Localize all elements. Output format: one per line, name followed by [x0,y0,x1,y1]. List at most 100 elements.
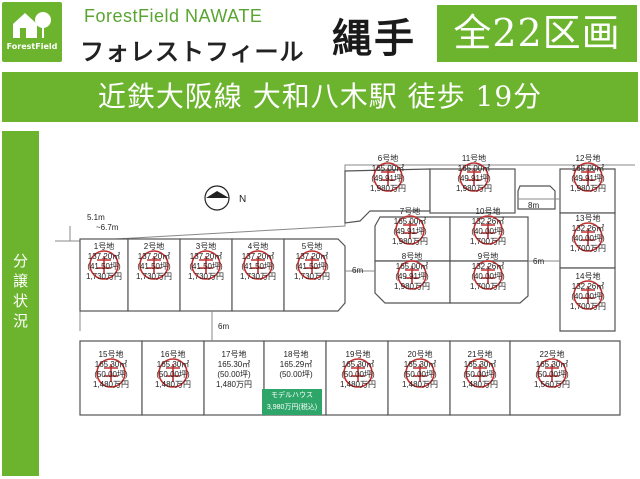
sold-stamp-circle-4 [243,250,273,280]
lot-20-tsubo: (50.00坪) [403,370,437,379]
lot-16-id: 16号地 [160,350,186,359]
sold-stamp-circle-10 [473,215,503,245]
lot-7-id: 7号地 [399,207,421,216]
lot-5-id: 5号地 [301,242,323,251]
lot-9-shape[interactable] [449,260,529,304]
lot-20-shape[interactable] [387,340,451,416]
road-width-label-6m-b: 6m [352,266,364,275]
lot-4-area: 137.20㎡ [241,252,275,261]
sold-stamp-11 [459,162,489,192]
sold-stamp-glyph-9 [481,266,495,284]
sold-stamp-circle-14 [573,280,603,310]
brand-name-jp: フォレストフィール [80,38,305,66]
sold-stamp-glyph-13 [581,228,595,246]
lot-4-shape[interactable] [231,238,285,312]
lot-4-price: 1,730万円 [239,272,277,281]
lot-13-area: 132.26㎡ [571,224,605,233]
sold-stamp-circle-8 [397,260,427,290]
sold-stamp-glyph-1 [97,256,111,274]
lot-1-tsubo: (41.50坪) [87,262,121,271]
lot-6-price: 1,980万円 [369,184,407,193]
lot-10-id: 10号地 [475,207,501,216]
sold-stamp-glyph-16 [166,364,180,382]
lot-19-shape[interactable] [325,340,389,416]
lot-15-area: 165.30㎡ [94,360,128,369]
lot-2-area: 137.20㎡ [137,252,171,261]
compass-north-letter: N [239,194,246,205]
lot-22-price: 1,560万円 [533,380,571,389]
lot-count-badge: 全22区画 [437,5,637,62]
access-banner: 近鉄大阪線 大和八木駅 徒歩 19分 [2,72,638,122]
sold-stamp-circle-11 [459,162,489,192]
lot-9-id: 9号地 [477,252,499,261]
lot-7-tsubo: (49.91坪) [393,227,427,236]
lot-4-id: 4号地 [247,242,269,251]
lot-16-tsubo: (50.00坪) [156,370,190,379]
lot-3-area: 137.20㎡ [189,252,223,261]
lot-5-shape[interactable] [283,238,346,312]
house-logo-icon [13,12,51,38]
sold-stamp-circle-3 [191,250,221,280]
road-width-label-8m: 8m [528,201,540,210]
lot-11-price: 1,980万円 [455,184,493,193]
model-house-label: モデルハウス [271,392,313,399]
brand-name-en: ForestField NAWATE [84,6,263,26]
sold-stamp-glyph-6 [381,168,395,186]
lot-14-id: 14号地 [575,272,601,281]
lot-22-area: 165.30㎡ [535,360,569,369]
site-map [55,162,635,416]
sold-stamp-circle-13 [573,222,603,252]
sold-stamp-6 [373,162,403,192]
sold-stamp-glyph-7 [403,221,417,239]
sold-stamp-glyph-8 [405,266,419,284]
lot-small-shape [517,185,556,210]
lot-15-tsubo: (50.00坪) [94,370,128,379]
sold-stamp-14 [573,280,603,310]
sold-stamp-glyph-12 [581,168,595,186]
road-width-label-67m: ~6.7m [96,223,119,232]
lot-6-area: 165.00㎡ [371,164,405,173]
sold-stamp-glyph-11 [467,168,481,186]
lot-16-price: 1,480万円 [154,380,192,389]
lot-2-id: 2号地 [143,242,165,251]
sold-stamp-16 [158,358,188,388]
sold-stamp-circle-15 [96,358,126,388]
lot-20-price: 1,480万円 [401,380,439,389]
lot-14-price: 1,700万円 [569,302,607,311]
lot-20-area: 165.30㎡ [403,360,437,369]
model-house-badge[interactable]: モデルハウス 3,980万円(税込) [262,389,322,415]
sold-stamp-circle-6 [373,162,403,192]
sold-stamp-20 [405,358,435,388]
lot-8-area: 165.00㎡ [395,262,429,271]
sold-stamp-glyph-19 [351,364,365,382]
compass-icon: N [204,185,246,211]
lot-13-id: 13号地 [575,214,601,223]
lot-5-tsubo: (41.50坪) [295,262,329,271]
sold-stamp-circle-19 [343,358,373,388]
lot-17-shape[interactable] [203,340,265,416]
lot-7-price: 1,980万円 [391,237,429,246]
sold-stamp-12 [573,162,603,192]
